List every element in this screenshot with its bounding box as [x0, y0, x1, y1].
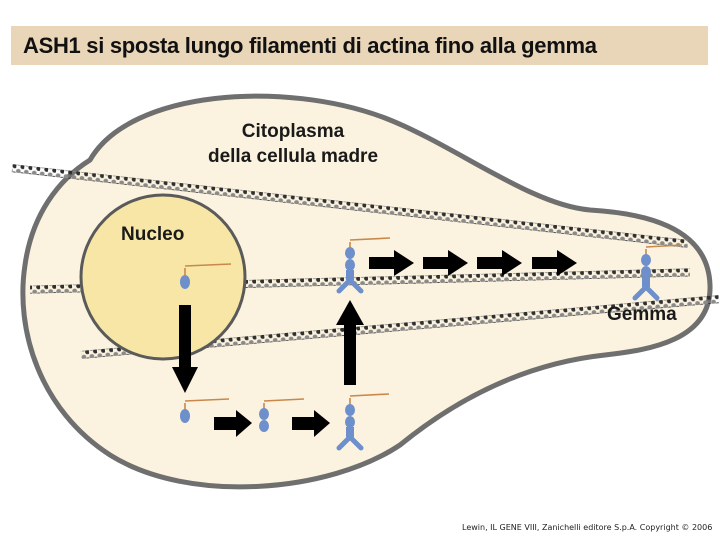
transport-arrow-right	[214, 410, 252, 437]
nucleus	[79, 193, 247, 361]
title-bar: ASH1 si sposta lungo filamenti di actina…	[11, 26, 708, 65]
cytoplasm-label-line2: della cellula madre	[208, 146, 378, 167]
transport-arrow-down	[172, 305, 198, 393]
bud-label: Gemma	[607, 304, 677, 325]
mother-cell	[20, 93, 713, 490]
transport-arrow-right	[369, 250, 414, 276]
nucleus-label: Nucleo	[121, 224, 184, 245]
ash1-mrna-icon	[180, 398, 230, 423]
ash1-mrna-icon	[180, 263, 232, 289]
transport-arrow-right	[477, 250, 522, 276]
cytoplasm-label-line1: Citoplasma	[242, 121, 345, 142]
transport-arrow-right	[292, 410, 330, 437]
actin-filament	[11, 164, 689, 248]
ash1-mrna-adaptor-icon	[259, 398, 305, 432]
copyright-credit: Lewin, IL GENE VIII, Zanichelli editore …	[462, 523, 713, 532]
transport-arrow-up	[336, 300, 364, 385]
myosin-motor-icon	[336, 237, 391, 294]
myosin-motor-icon	[336, 393, 390, 451]
transport-arrow-right	[532, 250, 577, 276]
myosin-motor-icon	[632, 244, 683, 301]
transport-arrow-right	[423, 250, 468, 276]
actin-filament	[80, 295, 720, 359]
diagram-title: ASH1 si sposta lungo filamenti di actina…	[23, 32, 597, 58]
